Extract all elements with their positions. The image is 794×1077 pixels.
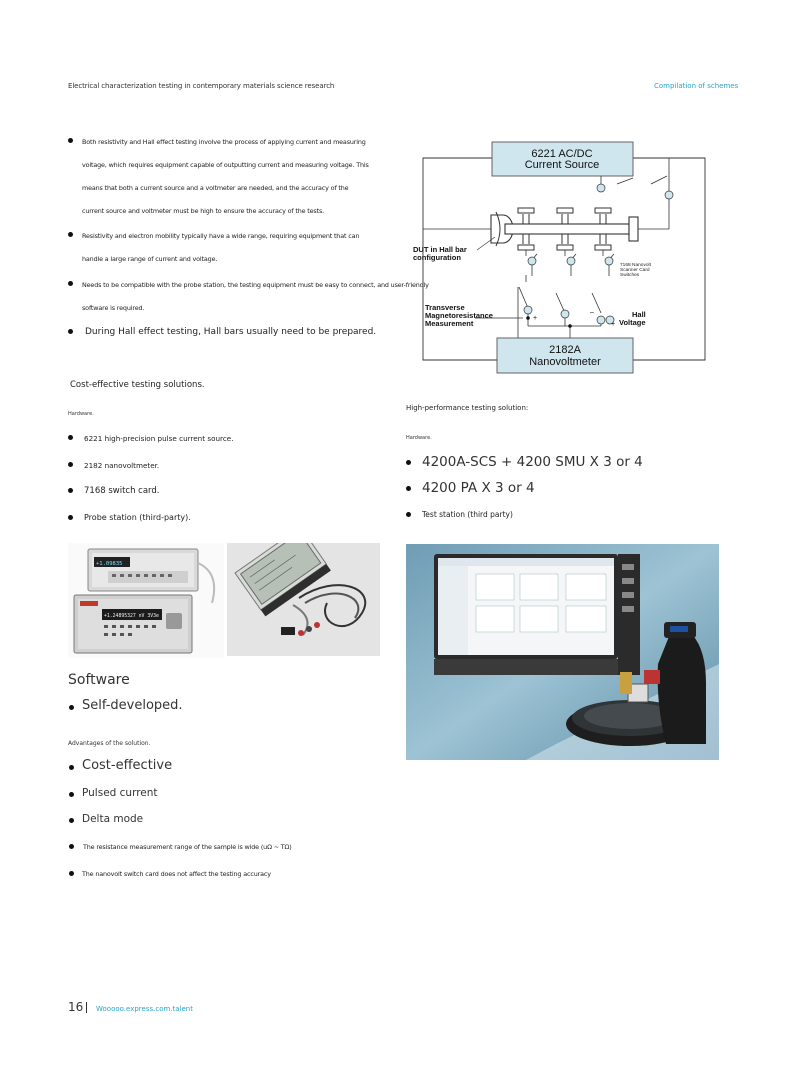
switch-card-photo <box>227 543 380 656</box>
switch-label-line2: Scanner Card <box>620 267 650 273</box>
running-header: Electrical characterization testing in c… <box>68 82 335 90</box>
high-performance-title: High-performance testing solution: <box>406 404 529 412</box>
cost-effective-title: Cost-effective testing solutions. <box>70 380 205 390</box>
hp-hardware-item-text: Test station (third party) <box>422 510 513 519</box>
bullet-dot <box>68 138 73 143</box>
advantage-item-text: Cost-effective <box>82 758 173 773</box>
bullet-dot <box>68 488 73 493</box>
cost-hardware-item-text: 7168 switch card. <box>84 486 160 496</box>
page-number: 16 <box>68 1000 84 1014</box>
cost-hardware-item-text: 2182 nanovoltmeter. <box>84 461 160 470</box>
bullet-dot <box>68 281 73 286</box>
bullet-dot <box>68 435 73 440</box>
bullet-dot <box>68 462 73 467</box>
current-source-label-line2: Current Source <box>525 159 600 171</box>
plus-sign: + <box>611 321 615 328</box>
hall-label-line1: Hall <box>632 310 646 319</box>
cost-hardware-label: Hardware. <box>68 411 94 417</box>
instrument-display-lower: +1.24895327 nV 3V3e <box>104 613 159 619</box>
cost-hardware-item-text: 6221 high-precision pulse current source… <box>84 434 234 443</box>
transverse-label-line3: Measurement <box>425 319 474 328</box>
current-source-box <box>491 141 634 177</box>
bullet-text-line: Resistivity and electron mobility typica… <box>82 232 360 240</box>
bullet-dot <box>406 460 411 465</box>
minus-sign: – <box>590 309 594 316</box>
software-title: Software <box>68 672 130 688</box>
nanovoltmeter-label-line1: 2182A <box>549 344 581 356</box>
bullet-dot <box>406 486 411 491</box>
bullet-dot <box>69 844 74 849</box>
bullet-text-line: means that both a current source and a v… <box>82 184 349 192</box>
transverse-label-line2: Magnetoresistance <box>425 311 493 320</box>
bullet-text-line: During Hall effect testing, Hall bars us… <box>85 327 377 337</box>
bullet-text-line: software is required. <box>82 304 145 312</box>
bullet-dot <box>69 705 74 710</box>
hall-measurement-diagram: 6221 AC/DC Current Source DUT in Hall ba… <box>413 141 706 374</box>
dut-label-line2: configuration <box>413 253 461 262</box>
bullet-text-line: Needs to be compatible with the probe st… <box>82 281 429 289</box>
advantage-item-text: Delta mode <box>82 813 144 825</box>
hp-hardware-item-text: 4200 PA X 3 or 4 <box>422 480 535 496</box>
advantage-item-text: Pulsed current <box>82 787 158 799</box>
instrument-display-upper: +1.09835 <box>96 561 123 567</box>
bullet-dot <box>69 871 74 876</box>
nanovoltmeter-label-line2: Nanovoltmeter <box>529 356 601 368</box>
footer-divider <box>86 1002 87 1013</box>
dut-label-line1: DUT in Hall bar <box>413 245 467 254</box>
transverse-label-line1: Transverse <box>425 303 465 312</box>
probe-station-photo <box>406 544 719 760</box>
bullet-text-line: handle a large range of current and volt… <box>82 255 218 263</box>
section-header: Compilation of schemes <box>654 82 739 90</box>
hp-hardware-item-text: 4200A-SCS + 4200 SMU X 3 or 4 <box>422 454 643 470</box>
plus-sign: + <box>533 315 537 322</box>
switch-label-line3: Switches <box>620 272 640 278</box>
cost-hardware-item-text: Probe station (third-party). <box>84 513 191 522</box>
footer-url: Wooooo.express.com.talent <box>96 1005 193 1013</box>
bullet-text-line: Both resistivity and Hall effect testing… <box>82 138 366 146</box>
bullet-dot <box>69 792 74 797</box>
instrument-stack-photo: +1.09835 +1.24895327 nV 3V3e <box>68 543 224 658</box>
bullet-dot <box>68 329 73 334</box>
current-source-label-line1: 6221 AC/DC <box>531 148 592 160</box>
advantages-title: Advantages of the solution. <box>68 740 151 747</box>
advantage-item-text: The nanovolt switch card does not affect… <box>82 870 271 878</box>
bullet-text-line: voltage, which requires equipment capabl… <box>82 161 369 169</box>
bullet-dot <box>69 818 74 823</box>
nanovoltmeter-box <box>496 337 634 374</box>
bullet-text-line: current source and voltmeter must be hig… <box>82 207 325 215</box>
hp-hardware-label: Hardware. <box>406 435 432 441</box>
switch-label-line1: 7168 Nanovolt <box>620 262 652 268</box>
software-item-text: Self-developed. <box>82 698 183 713</box>
bullet-dot <box>68 515 73 520</box>
bullet-dot <box>68 232 73 237</box>
bullet-dot <box>406 512 411 517</box>
hall-label-line2: Voltage <box>619 318 646 327</box>
advantage-item-text: The resistance measurement range of the … <box>83 843 292 851</box>
bullet-dot <box>69 765 74 770</box>
